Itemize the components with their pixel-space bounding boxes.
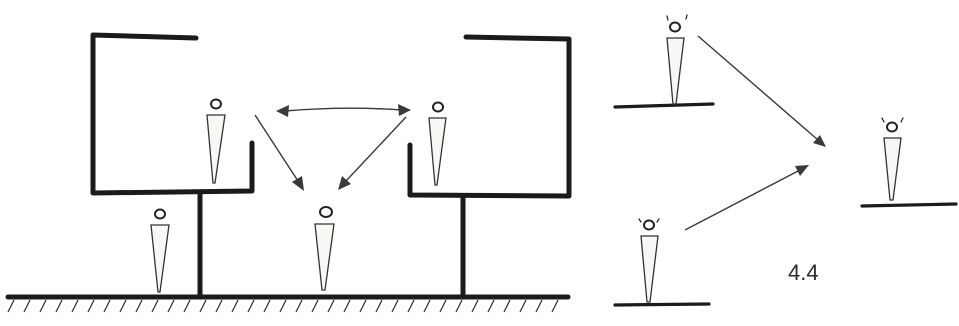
destination-platform [862, 204, 956, 206]
arrow-between-platforms [276, 104, 411, 117]
arrow-lower-to-destination [685, 165, 809, 230]
arrow-upper-to-destination [698, 36, 826, 147]
figure-left-platform [207, 100, 225, 184]
figure-ground-center [315, 207, 334, 290]
figure-number: 4.4 [788, 262, 819, 284]
figure-lower-left [639, 219, 659, 302]
figure-ground-left [151, 210, 169, 293]
arrow-right-platform-to-ground [338, 117, 406, 190]
lower-left-platform [615, 304, 709, 305]
ground-hatching [8, 300, 558, 312]
figure-destination [882, 118, 903, 200]
arrow-left-platform-to-ground [255, 115, 304, 191]
ground [8, 297, 568, 312]
figure-right-platform [429, 103, 446, 186]
figure-upper-left [667, 15, 687, 104]
upper-left-platform [615, 104, 713, 107]
left-platform-structure [93, 35, 252, 297]
